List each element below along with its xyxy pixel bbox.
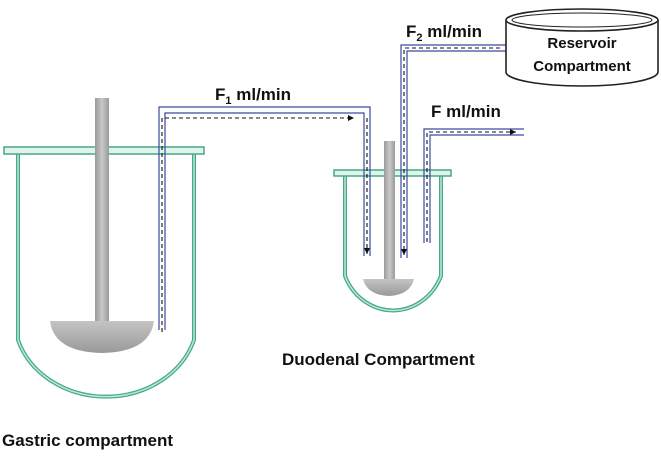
flow-arrow-f2 (401, 47, 500, 255)
secretion-tube-f2 (400, 44, 506, 258)
duodenal-stirrer-shaft (384, 141, 395, 287)
gastric-stirrer-paddle (50, 321, 154, 353)
transfer-tube-f1 (158, 106, 371, 330)
duodenal-stirrer (363, 141, 414, 296)
flow-arrow-f (426, 129, 516, 242)
outflow-tube-f (423, 128, 524, 243)
reservoir-label-line1: Reservoir (547, 35, 616, 52)
gastric-compartment-label: Gastric compartment (2, 431, 173, 450)
reservoir-compartment (505, 8, 659, 87)
flow-label-f: F ml/min (431, 102, 501, 121)
duodenal-stirrer-paddle (363, 279, 414, 296)
duodenal-compartment-label: Duodenal Compartment (282, 350, 475, 369)
gastric-stirrer (50, 98, 154, 353)
gastric-stirrer-shaft (95, 98, 109, 324)
flow-label-f2: F2 ml/min (406, 22, 482, 44)
flow-arrows (161, 47, 516, 332)
reservoir-label-line2: Compartment (533, 58, 631, 75)
flow-arrow-f1 (161, 115, 354, 332)
flow-label-f1: F1 ml/min (215, 85, 291, 107)
